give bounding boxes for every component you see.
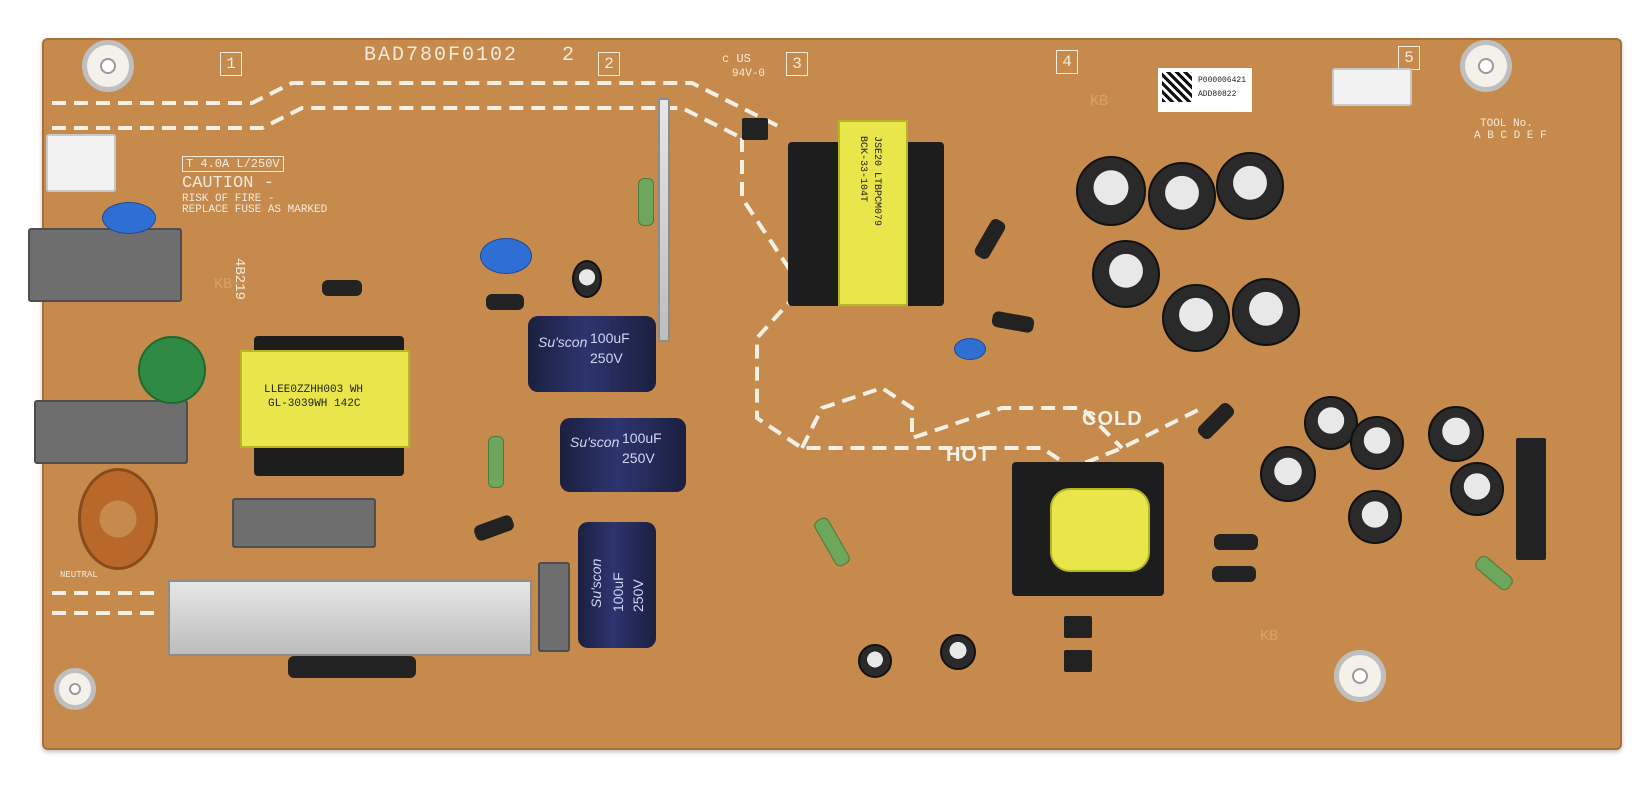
kb-mark: KB (214, 276, 233, 293)
optocoupler (1064, 616, 1092, 638)
ul-mark: c US (722, 52, 751, 66)
capacitor-brand: Su'scon (570, 434, 620, 450)
batch-code: 4B219 (231, 258, 247, 301)
hot-side-label: HOT (946, 444, 992, 466)
output-capacitor (1216, 152, 1284, 220)
capacitor-voltage: 250V (590, 350, 623, 366)
caution-line-2: REPLACE FUSE AS MARKED (182, 204, 328, 216)
capacitor-voltage: 250V (622, 450, 655, 466)
cold-side-label: COLD (1082, 408, 1143, 430)
neutral-label: NEUTRAL (60, 570, 98, 580)
mosfet-heatsink (658, 98, 670, 342)
optocoupler (1064, 650, 1092, 672)
tool-number-letters: A B C D E F (1474, 130, 1547, 142)
mounting-hole-top-right (1460, 40, 1512, 92)
bulk-capacitor-3: Su'scon 100uF 250V (578, 522, 656, 648)
pfc-inductor-label-1: LLEE0ZZHH003 WH (264, 384, 364, 396)
output-capacitor (1076, 156, 1146, 226)
capacitor-voltage: 250V (630, 579, 646, 612)
output-capacitor (1350, 416, 1404, 470)
board-part-suffix: 2 (562, 44, 577, 67)
output-header (1516, 438, 1546, 560)
y-capacitor (480, 238, 532, 274)
pfc-inductor-label-2: GL-3039WH 142C (268, 398, 361, 410)
output-capacitor (1304, 396, 1358, 450)
diode (322, 280, 362, 296)
diode (1212, 566, 1256, 582)
mounting-hole-top-left (82, 40, 134, 92)
pfc-inductor-tape (240, 350, 410, 448)
kb-mark: KB (1090, 93, 1109, 110)
sticker-line-2: ADD80822 (1198, 90, 1237, 99)
zone-marker-2: 2 (598, 52, 620, 76)
y-capacitor (102, 202, 156, 234)
output-capacitor (940, 634, 976, 670)
board-part-number: BAD780F0102 (364, 44, 519, 67)
mounting-hole-bottom-right (1334, 650, 1386, 702)
output-capacitor (1148, 162, 1216, 230)
qr-sticker: P000006421 ADD80822 (1158, 68, 1252, 112)
output-capacitor (1428, 406, 1484, 462)
common-mode-choke (78, 468, 158, 570)
output-capacitor (1092, 240, 1160, 308)
zone-marker-3: 3 (786, 52, 808, 76)
kb-mark: KB (1260, 628, 1279, 645)
bulk-capacitor-1: Su'scon 100uF 250V (528, 316, 656, 392)
x-capacitor-3 (232, 498, 376, 548)
output-capacitor (1162, 284, 1230, 352)
pcb-board: 1 2 3 4 5 BAD780F0102 2 c US 94V-0 T 4.0… (28, 38, 1622, 750)
output-capacitor (1348, 490, 1402, 544)
power-resistor (638, 178, 654, 226)
output-capacitor (1450, 462, 1504, 516)
ac-input-connector (46, 134, 116, 192)
isolation-boundary (52, 81, 1203, 615)
capacitor-brand: Su'scon (588, 558, 604, 608)
main-transformer-label-2: BCK-33-104T (857, 136, 868, 203)
capacitor-brand: Su'scon (538, 334, 588, 350)
capacitor-value: 100uF (622, 430, 662, 446)
output-capacitor (858, 644, 892, 678)
diode (1214, 534, 1258, 550)
main-transformer-label-1: JSE20 LTBPCM079 (871, 136, 882, 227)
zone-marker-1: 1 (220, 52, 242, 76)
bridge-rectifier (288, 656, 416, 678)
diode (486, 294, 524, 310)
optocoupler (742, 118, 768, 140)
sticker-line-1: P000006421 (1198, 76, 1247, 85)
fuse-rating: T 4.0A L/250V (182, 156, 284, 172)
output-capacitor (1260, 446, 1316, 502)
mounting-hole-bottom-left (54, 668, 96, 710)
capacitor-value: 100uF (590, 330, 630, 346)
capacitor-value: 100uF (610, 572, 626, 612)
caution-title: CAUTION - (182, 174, 274, 193)
zone-marker-5: 5 (1398, 46, 1420, 70)
caution-line-1: RISK OF FIRE - (182, 193, 275, 205)
thermistor (138, 336, 206, 404)
output-capacitor (572, 260, 602, 298)
bulk-capacitor-2: Su'scon 100uF 250V (560, 418, 686, 492)
x-capacitor-2 (34, 400, 188, 464)
power-resistor (488, 436, 504, 488)
x-capacitor-1 (28, 228, 182, 302)
output-capacitor (1232, 278, 1300, 346)
main-transformer-tape (838, 120, 908, 306)
film-capacitor (538, 562, 570, 652)
standby-transformer-core (1050, 488, 1150, 572)
tool-number-label: TOOL No. (1480, 118, 1533, 130)
y-capacitor (954, 338, 986, 360)
zone-marker-4: 4 (1056, 50, 1078, 74)
heatsink (168, 580, 532, 656)
ul-rating: 94V-0 (732, 68, 766, 80)
output-connector (1332, 68, 1412, 106)
